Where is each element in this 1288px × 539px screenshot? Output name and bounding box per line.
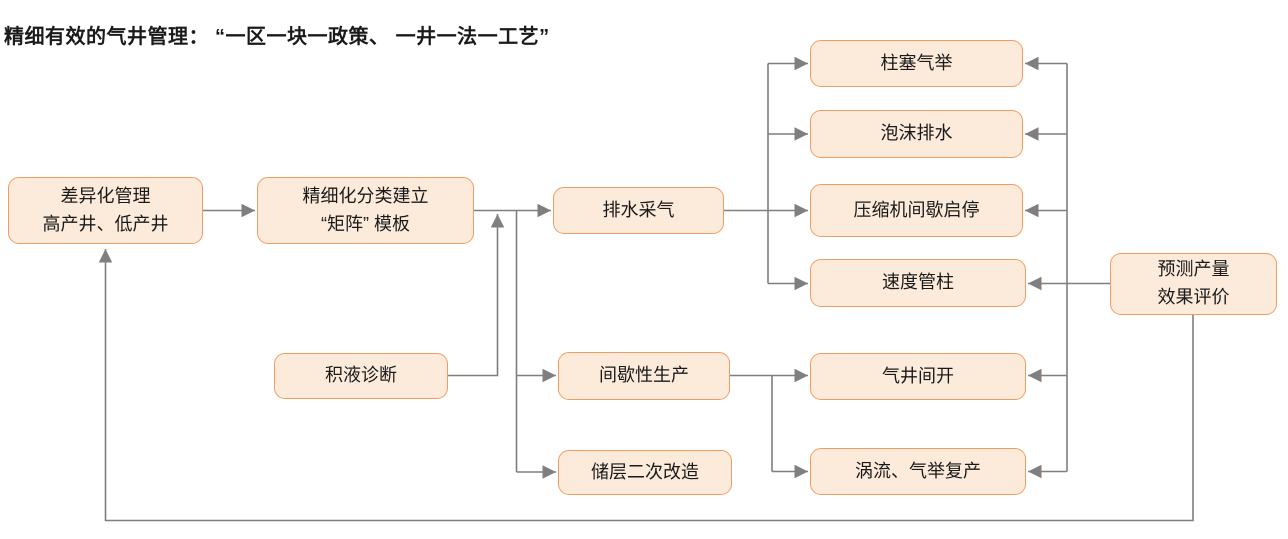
node-liquid-diagnosis: 积液诊断: [274, 353, 448, 399]
node-label-line1: 预测产量: [1157, 259, 1230, 280]
node-label: 间歇性生产: [599, 365, 689, 386]
node-label: 柱塞气举: [880, 52, 953, 73]
node-reservoir-restimulation: 储层二次改造: [558, 450, 732, 495]
node-label: 涡流、气举复产: [855, 460, 981, 481]
node-label-line1: 精细化分类建立: [302, 185, 429, 206]
node-label: 储层二次改造: [591, 461, 699, 482]
node-compressor-intermittent-startstop: 压缩机间歇启停: [810, 184, 1023, 237]
node-label: 泡沫排水: [880, 123, 953, 144]
node-label: 排水采气: [602, 199, 675, 220]
node-plunger-lift: 柱塞气举: [810, 40, 1023, 87]
node-label: 压缩机间歇启停: [853, 199, 980, 220]
node-matrix-template: 精细化分类建立 “矩阵” 模板: [257, 177, 474, 244]
node-label: 速度管柱: [882, 272, 954, 293]
edge-feedback-loop: [98, 249, 1194, 522]
node-foam-drainage: 泡沫排水: [810, 110, 1023, 158]
node-label-line2: 效果评价: [1157, 287, 1230, 307]
node-differential-management: 差异化管理 高产井、低产井: [8, 177, 203, 244]
node-gas-well-intermittent-opening: 气井间开: [810, 353, 1026, 400]
node-vortex-gas-lift-resumption: 涡流、气举复产: [810, 448, 1026, 495]
node-label-line2: “矩阵” 模板: [321, 213, 410, 234]
node-velocity-string: 速度管柱: [810, 259, 1026, 307]
diagram-title: 精细有效的气井管理： “一区一块一政策、 一井一法一工艺”: [4, 26, 550, 48]
node-intermittent-production: 间歇性生产: [558, 352, 730, 400]
edge-liquid-diagnosis-up: [448, 214, 505, 377]
node-label: 积液诊断: [325, 365, 397, 386]
node-drainage-gas-recovery: 排水采气: [553, 187, 724, 234]
node-label-line2: 高产井、低产井: [42, 213, 169, 234]
node-label-line1: 差异化管理: [60, 185, 151, 206]
node-label: 气井间开: [882, 365, 954, 386]
node-prediction-evaluation: 预测产量 效果评价: [1110, 253, 1277, 315]
